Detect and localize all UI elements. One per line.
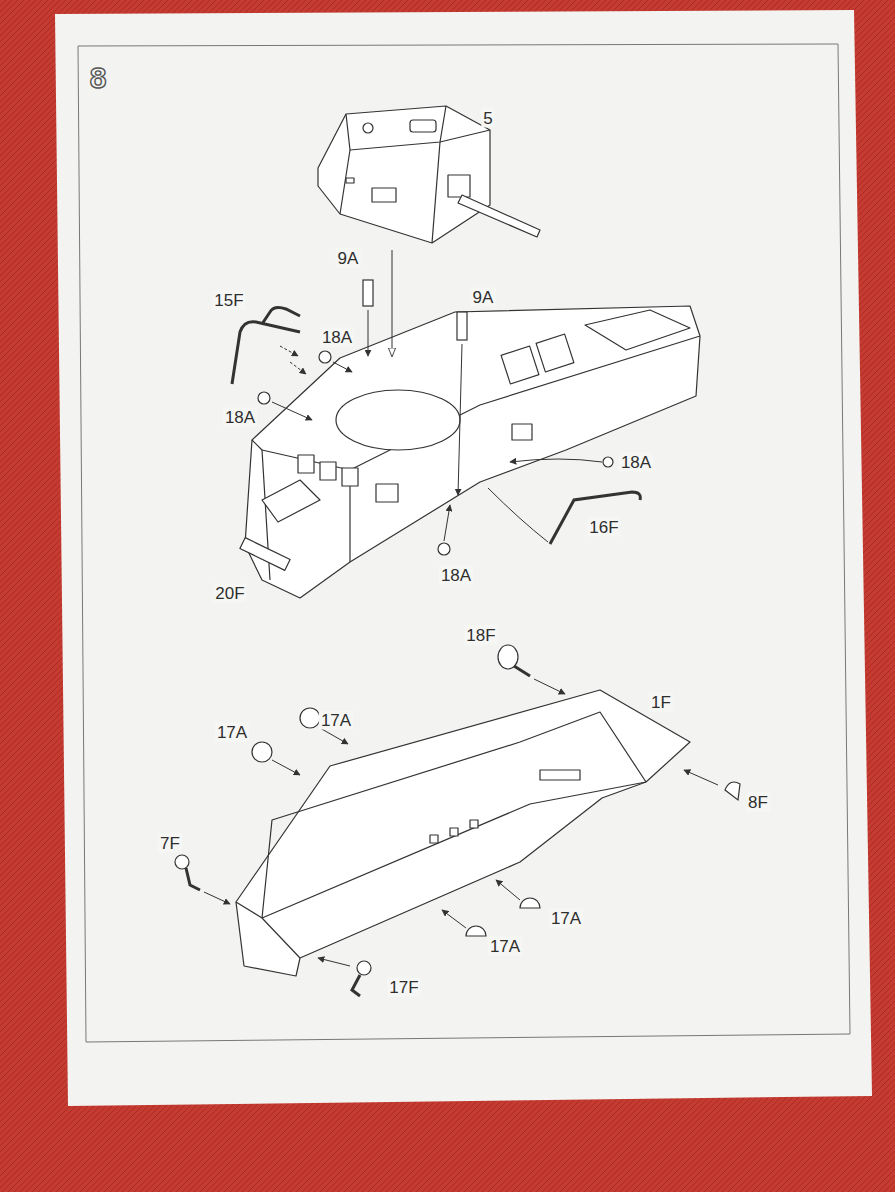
- drawing-stroke: [488, 488, 548, 542]
- upper-hull-drawing: [240, 306, 700, 598]
- drawing-stroke: [252, 742, 272, 762]
- callout-number: 1F: [649, 693, 673, 712]
- drawing-stroke: [236, 690, 690, 976]
- callout-number: 18F: [464, 626, 497, 645]
- drawing-stroke: [352, 975, 360, 996]
- drawing-stroke: [466, 926, 486, 936]
- callout-number: 5: [481, 109, 494, 128]
- drawing-stroke: [458, 195, 540, 237]
- drawing-stroke: [357, 961, 371, 975]
- drawing-stroke: [684, 770, 718, 785]
- drawing-stroke: [346, 178, 354, 183]
- drawing-stroke: [280, 346, 298, 356]
- drawing-stroke: [258, 392, 270, 404]
- drawing-stroke: [550, 492, 640, 544]
- drawing-stroke: [272, 760, 300, 775]
- drawing-stroke: [368, 310, 369, 356]
- drawing-stroke: [585, 310, 690, 350]
- drawing-stroke: [363, 280, 373, 306]
- drawing-stroke: [298, 455, 314, 473]
- drawing-stroke: [496, 880, 520, 900]
- drawing-stroke: [410, 120, 436, 132]
- drawing-stroke: [448, 175, 470, 197]
- drawing-stroke: [470, 820, 478, 828]
- drawing-stroke: [440, 130, 490, 142]
- callout-number: 9A: [336, 249, 361, 268]
- drawing-stroke: [540, 770, 580, 780]
- lower-hull-drawing: [236, 690, 690, 976]
- callout-number: 7F: [158, 834, 182, 853]
- drawing-stroke: [603, 457, 613, 467]
- callout-number: 8F: [746, 793, 770, 812]
- callout-number: 17A: [549, 909, 583, 928]
- drawing-stroke: [510, 459, 602, 462]
- paper-sheet: [55, 10, 872, 1106]
- callout-number: 17A: [488, 937, 522, 956]
- drawing-stroke: [318, 106, 490, 243]
- callout-number: 18A: [320, 328, 354, 347]
- drawing-stroke: [376, 484, 398, 502]
- drawing-stroke: [450, 828, 458, 836]
- drawing-stroke: [236, 902, 300, 958]
- callout-number: 18A: [223, 408, 257, 427]
- drawing-stroke: [512, 424, 532, 440]
- drawing-stroke: [457, 312, 467, 340]
- drawing-stroke: [320, 462, 336, 480]
- drawing-stroke: [175, 855, 189, 869]
- drawing-stroke: [514, 666, 530, 676]
- turret-drawing: [318, 106, 540, 243]
- drawing-stroke: [534, 679, 565, 694]
- drawing-stroke: [300, 708, 320, 728]
- drawing-stroke: [262, 336, 700, 470]
- small-parts: [175, 280, 740, 996]
- drawing-stroke: [438, 543, 450, 555]
- drawing-stroke: [342, 468, 358, 486]
- callout-number: 18A: [619, 453, 653, 472]
- drawing-stroke: [372, 188, 396, 202]
- callout-number: 17A: [215, 723, 249, 742]
- drawing-stroke: [725, 782, 740, 800]
- drawing-stroke: [501, 346, 539, 384]
- drawing-stroke: [320, 728, 348, 744]
- callout-number: 20F: [213, 584, 246, 603]
- drawing-stroke: [232, 308, 300, 384]
- drawing-stroke: [442, 910, 466, 928]
- drawing-stroke: [430, 835, 438, 843]
- drawing-stroke: [204, 892, 230, 904]
- page-border: [78, 44, 850, 1042]
- drawing-stroke: [318, 958, 350, 966]
- drawing-stroke: [458, 344, 462, 495]
- callout-number: 9A: [471, 288, 496, 307]
- drawing-stroke: [432, 142, 440, 243]
- drawing-stroke: [363, 123, 373, 133]
- callout-number: 17F: [387, 978, 420, 997]
- drawing-stroke: [346, 106, 446, 150]
- callout-number: 18A: [439, 566, 473, 585]
- drawing-stroke: [272, 402, 312, 420]
- drawing-stroke: [520, 898, 540, 908]
- drawing-stroke: [319, 351, 331, 363]
- leader-arrows: [204, 250, 718, 966]
- drawing-stroke: [240, 538, 290, 571]
- drawing-stroke: [444, 505, 450, 541]
- drawing-stroke: [290, 362, 306, 374]
- callout-number: 17A: [319, 711, 353, 730]
- drawing-stroke: [262, 782, 646, 918]
- drawing-stroke: [262, 480, 320, 522]
- drawing-stroke: [392, 250, 393, 356]
- drawing-stroke: [336, 390, 460, 450]
- callout-number: 16F: [587, 518, 620, 537]
- drawing-stroke: [186, 868, 200, 890]
- drawing-stroke: [245, 306, 700, 598]
- drawing-stroke: [262, 712, 646, 918]
- drawing-stroke: [536, 334, 574, 372]
- drawing-stroke: [333, 362, 352, 372]
- callout-number: 15F: [212, 291, 245, 310]
- step-number: 8: [88, 62, 109, 94]
